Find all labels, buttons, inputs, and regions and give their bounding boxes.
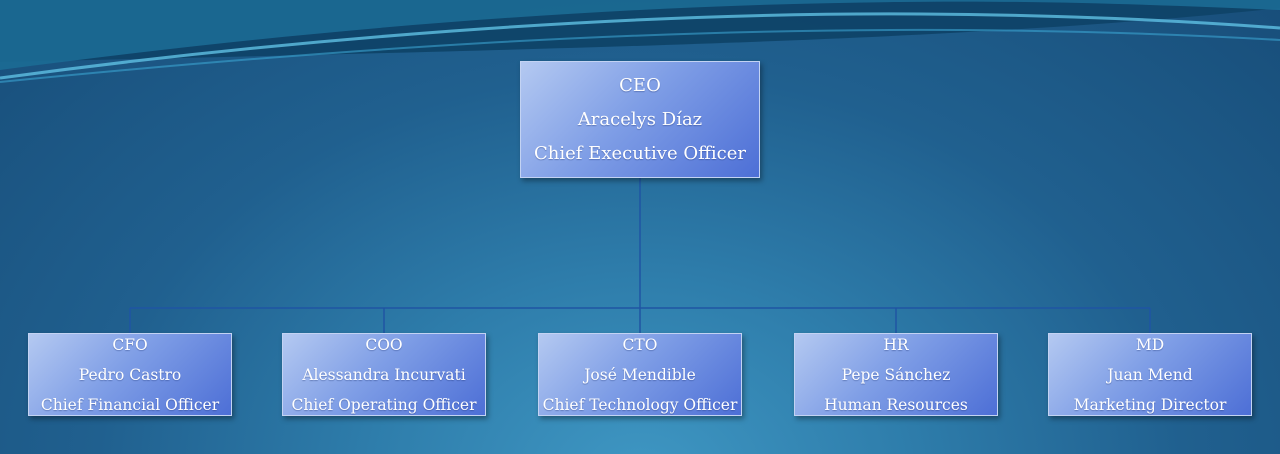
node-role: MD (1135, 335, 1165, 354)
org-node-ceo[interactable]: CEO Aracelys Díaz Chief Executive Office… (520, 61, 760, 178)
node-role: HR (883, 335, 909, 354)
node-name: Aracelys Díaz (577, 108, 703, 130)
node-name: Juan Mend (1107, 365, 1193, 384)
node-role: COO (365, 335, 403, 354)
org-node-cto[interactable]: CTO José Mendible Chief Technology Offic… (538, 333, 742, 416)
node-role: CEO (619, 74, 661, 96)
node-title: Chief Operating Officer (291, 395, 477, 414)
node-role: CFO (112, 335, 148, 354)
org-node-md[interactable]: MD Juan Mend Marketing Director (1048, 333, 1252, 416)
org-node-coo[interactable]: COO Alessandra Incurvati Chief Operating… (282, 333, 486, 416)
node-title: Chief Executive Officer (534, 142, 746, 164)
node-title: Marketing Director (1073, 395, 1227, 414)
node-name: Pedro Castro (78, 365, 182, 384)
org-node-hr[interactable]: HR Pepe Sánchez Human Resources (794, 333, 998, 416)
org-node-cfo[interactable]: CFO Pedro Castro Chief Financial Officer (28, 333, 232, 416)
node-title: Chief Technology Officer (542, 395, 738, 414)
node-name: José Mendible (584, 365, 696, 384)
header-swoosh-decoration (0, 0, 1280, 83)
node-name: Alessandra Incurvati (302, 365, 466, 384)
node-role: CTO (622, 335, 658, 354)
node-title: Chief Financial Officer (40, 395, 220, 414)
node-title: Human Resources (824, 395, 968, 414)
node-name: Pepe Sánchez (841, 365, 951, 384)
